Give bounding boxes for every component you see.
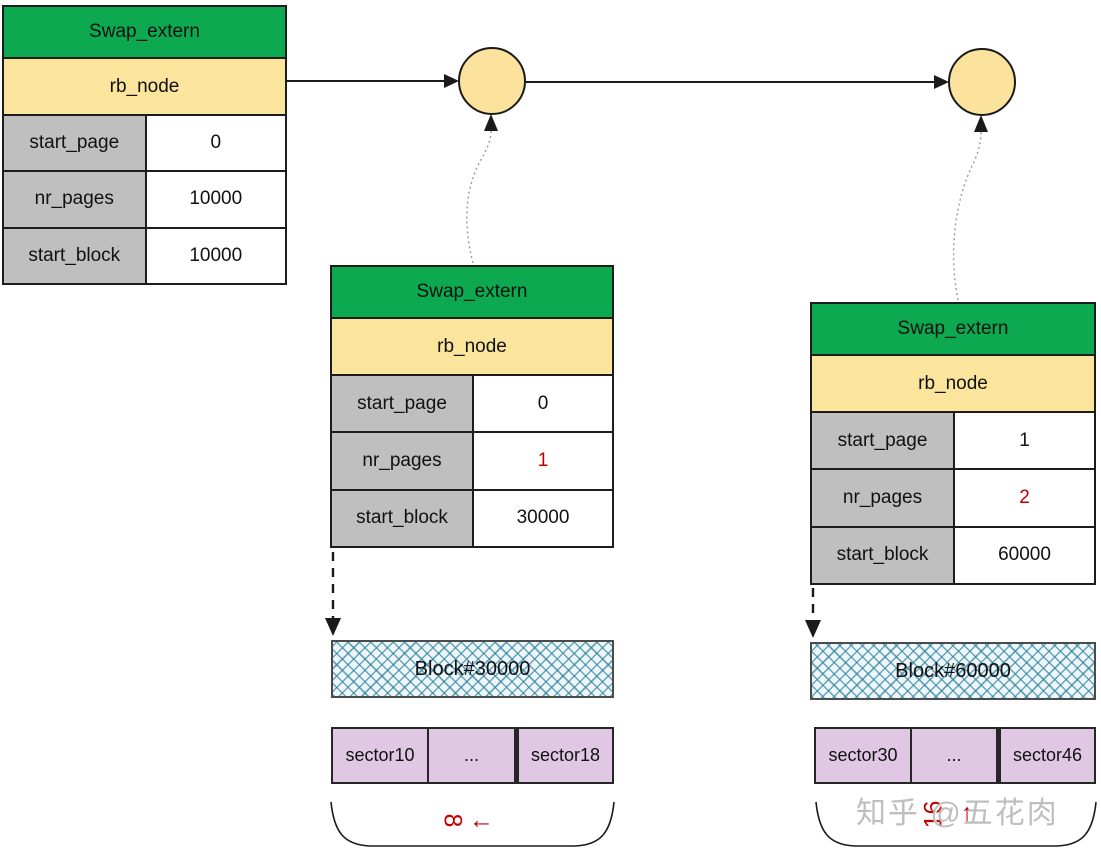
field-label: start_block xyxy=(332,490,474,546)
table-title-text: Swap_extern xyxy=(416,281,528,302)
table-title-text: Swap_extern xyxy=(897,318,1009,339)
arrowhead-circle2 xyxy=(934,75,949,89)
sector-cell-ellipsis: ... xyxy=(429,729,519,782)
swap-extent-table-middle: Swap_extern rb_node start_page 0 nr_page… xyxy=(330,265,614,548)
table-row: start_page 0 xyxy=(332,376,612,434)
rb-node-cell: rb_node xyxy=(4,59,285,116)
rb-node-cell: rb_node xyxy=(812,356,1094,413)
table-row: nr_pages 2 xyxy=(812,470,1094,528)
block-bar-60000: Block#60000 xyxy=(810,642,1096,700)
sector-row-middle: sector10 ... sector18 xyxy=(331,727,614,784)
field-label: nr_pages xyxy=(812,470,955,526)
block-label: Block#60000 xyxy=(895,659,1011,682)
rb-node-text: rb_node xyxy=(109,75,180,97)
brace-middle-sectors xyxy=(330,801,615,847)
sector-cell-ellipsis: ... xyxy=(912,729,1001,782)
field-label: start_block xyxy=(812,527,955,583)
field-label: start_page xyxy=(812,413,955,469)
sector-cell: sector30 xyxy=(816,729,912,782)
arrowhead-circle1 xyxy=(444,74,459,88)
rb-node-text: rb_node xyxy=(437,335,507,357)
brace-right-sectors xyxy=(815,801,1097,847)
table-row: start_block 10000 xyxy=(4,228,285,283)
swap-extent-table-left: Swap_extern rb_node start_page 0 nr_page… xyxy=(2,5,287,285)
table-title: Swap_extern xyxy=(332,267,612,319)
rb-node-text: rb_node xyxy=(918,372,988,394)
dotted-link-right-table-to-circle2 xyxy=(952,124,982,301)
arrowhead-up-circle1 xyxy=(484,114,498,131)
field-label: start_block xyxy=(4,228,147,283)
table-row: start_block 30000 xyxy=(332,490,612,546)
field-label: start_page xyxy=(332,376,474,432)
rb-node-cell: rb_node xyxy=(332,319,612,376)
field-value: 60000 xyxy=(955,527,1094,583)
field-value: 0 xyxy=(474,376,612,432)
rbtree-node-circle-2 xyxy=(948,48,1016,116)
zhihu-watermark: 知乎 @五花肉 xyxy=(856,797,1059,830)
table-row: start_page 1 xyxy=(812,413,1094,471)
sector-cell: sector18 xyxy=(530,745,601,765)
field-value: 1 xyxy=(955,413,1094,469)
table-title-text: Swap_extern xyxy=(89,21,200,42)
table-title: Swap_extern xyxy=(812,304,1094,356)
sector-cell: sector46 xyxy=(1012,745,1083,765)
table-row: start_page 0 xyxy=(4,116,285,173)
table-title: Swap_extern xyxy=(4,7,285,59)
field-label: start_page xyxy=(4,116,147,171)
field-value: 10000 xyxy=(146,172,285,227)
table-row: start_block 60000 xyxy=(812,527,1094,583)
block-bar-30000: Block#30000 xyxy=(331,640,614,698)
block-label: Block#30000 xyxy=(414,657,531,680)
arrowhead-up-circle2 xyxy=(974,115,988,132)
sector-count-middle: 8 ← xyxy=(438,806,494,835)
swap-extent-table-right: Swap_extern rb_node start_page 1 nr_page… xyxy=(810,302,1096,585)
field-value-highlighted: 2 xyxy=(955,470,1094,526)
field-label: nr_pages xyxy=(4,172,147,227)
arrowhead-middle-block xyxy=(325,618,341,636)
sector-cell: sector10 xyxy=(333,729,429,782)
table-row: nr_pages 1 xyxy=(332,433,612,491)
dotted-link-middle-table-to-circle1 xyxy=(466,123,492,264)
field-value: 10000 xyxy=(146,228,285,283)
rbtree-node-circle-1 xyxy=(458,47,526,115)
field-label: nr_pages xyxy=(332,433,474,489)
field-value: 30000 xyxy=(474,490,612,546)
field-value-highlighted: 1 xyxy=(474,433,612,489)
field-value: 0 xyxy=(146,116,285,171)
sector-row-right: sector30 ... sector46 xyxy=(814,727,1096,784)
arrowhead-right-block xyxy=(805,620,821,638)
table-row: nr_pages 10000 xyxy=(4,172,285,229)
sector-count-number: 8 xyxy=(438,813,467,828)
left-arrow-icon: ← xyxy=(468,806,494,834)
